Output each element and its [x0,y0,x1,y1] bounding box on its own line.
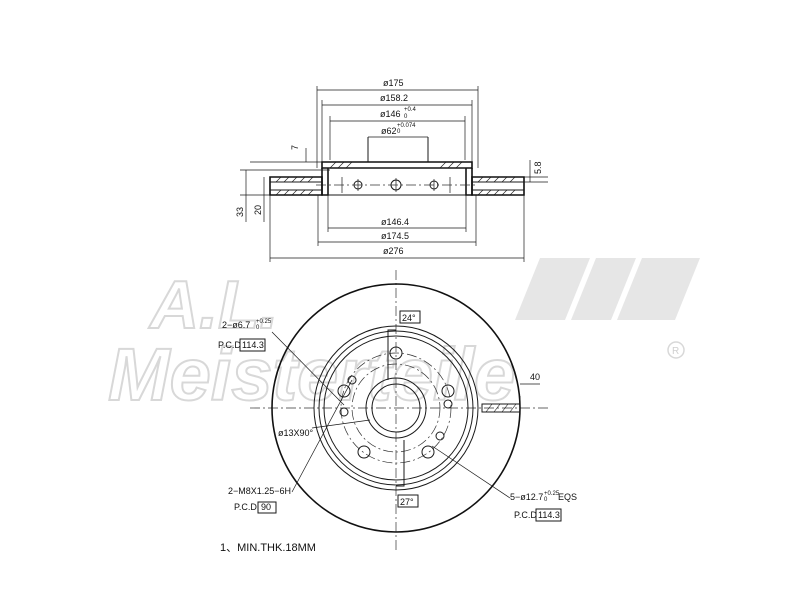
bolt-spec-suffix: EQS [558,492,577,502]
pcd-label-2: P.C.D [234,502,257,512]
dim-20-label: 20 [253,205,263,215]
angle-top-label: 24° [402,313,416,323]
pcd-value-3-box [535,508,562,522]
front-view: 24° 27° 40 2−ø6.7 +0.25 0 P.C.D 114.3 ø1… [218,270,577,550]
pcd-circle-114 [340,352,452,464]
dim-5-8-label: 5.8 [533,161,543,174]
pcd-value-1-box [239,338,266,352]
pcd-value-2-box [257,501,277,514]
pcd-circle-90 [351,363,441,453]
dim-146-label: ø146 [380,109,401,119]
dim-7-label: 7 [290,145,300,150]
bolt-hole [421,445,435,459]
bolt-hole [337,384,351,398]
pcd-value-1: 114.3 [242,340,264,350]
bolt-holes [337,346,455,459]
watermark-top-text: A.L. [148,267,278,343]
pcd-value-2: 90 [261,502,271,512]
angle-top-box [399,310,421,324]
right-ring-hatch [477,176,516,196]
dim-175-label: ø175 [383,78,404,88]
dim-62-label: ø62 [381,126,397,136]
locating-hole [443,399,453,409]
center-bore-inner [371,383,421,433]
hole-spec-1: 2−ø6.7 [222,320,250,330]
dim-174-5-label: ø174.5 [381,231,409,241]
hole-spec-1-tol2: 0 [256,325,260,331]
dim-146-tol2: 0 [404,114,408,120]
hat-top [321,161,473,169]
thread-hole [435,431,445,441]
friction-ring-left [269,176,323,196]
angle-bottom-label: 27° [400,497,414,507]
vent-width-label: 40 [530,372,540,382]
bolt-spec-tol2: 0 [544,497,548,503]
disc-inner-ring [313,325,479,491]
dim-33-label: 33 [235,207,245,217]
dim-276-label: ø276 [383,246,404,256]
hat-inner-circle [323,335,469,481]
dim-158-label: ø158.2 [380,93,408,103]
pcd-label-1: P.C.D [218,340,241,350]
bolt-spec-tol: +0.25 [544,491,560,497]
bolt-hole [389,346,403,360]
locating-hole [339,407,349,417]
friction-ring-right [471,176,525,196]
dim-146-4-label: ø146.4 [381,217,409,227]
center-bore [365,377,427,439]
bolt-hole [441,384,455,398]
watermark-stripes [515,258,700,320]
section-view: ø175 ø158.2 ø146 +0.4 0 ø62 +0.074 0 [235,78,548,262]
bolt-hole [357,445,371,459]
pcd-value-3: 114.3 [538,510,560,520]
angle-bottom-box [397,494,419,508]
dim-62-tol2: 0 [397,129,401,135]
watermark-main-text: Meisterteile [108,333,515,416]
thread-hole [347,375,357,385]
dim-146-tol: +0.4 [404,107,417,113]
watermark-registered-circle [667,341,685,359]
hub-face [327,167,467,196]
center-bore-label: ø13X90° [278,428,314,438]
dim-62-tol: +0.074 [397,123,416,129]
left-ring-hatch [275,176,314,196]
min-thickness-note: 1、MIN.THK.18MM [220,542,316,554]
watermark: A.L. Meisterteile R [107,258,700,417]
pcd-label-3: P.C.D [514,510,537,520]
watermark-registered-mark: R [672,346,679,357]
hat-hatch [329,161,463,169]
bolt-spec: 5−ø12.7 [510,492,543,502]
thread-spec: 2−M8X1.25−6H [228,486,291,496]
hole-spec-1-tol: +0.25 [256,319,272,325]
hat-outer-circle [318,330,474,486]
